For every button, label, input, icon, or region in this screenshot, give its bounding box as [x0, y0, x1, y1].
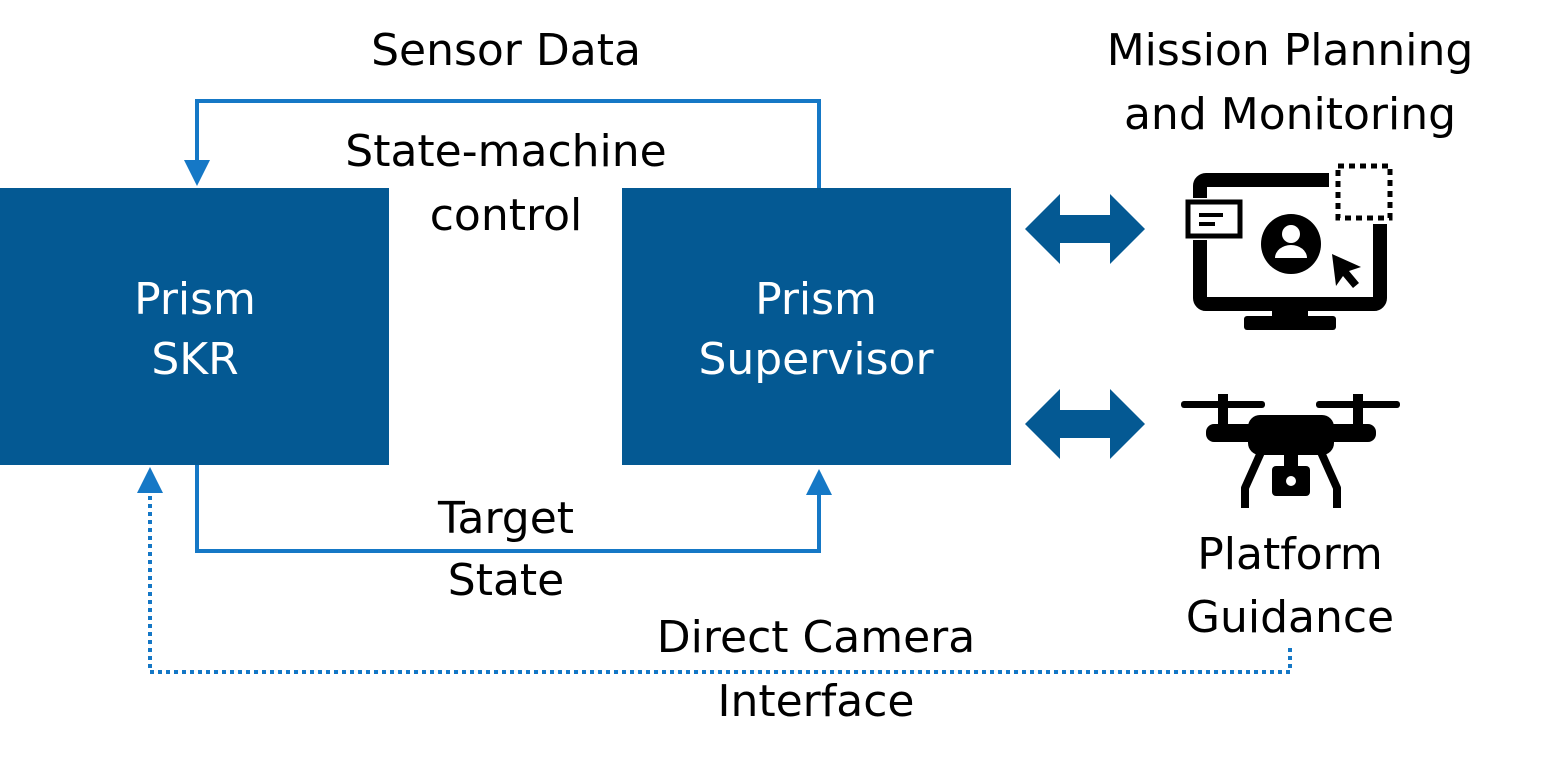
camera-interface-line — [148, 490, 1292, 674]
prism-skr-title-line1: Prism — [134, 274, 256, 325]
prism-supervisor-title-line1: Prism — [755, 274, 877, 325]
monitor-user-icon — [1183, 158, 1395, 330]
state-machine-label-line2: control — [430, 190, 583, 241]
camera-interface-label-line2: Interface — [718, 676, 915, 727]
platform-guidance-label-line2: Guidance — [1186, 592, 1394, 643]
camera-interface-arrowhead — [137, 467, 163, 493]
prism-supervisor-box — [622, 188, 1011, 465]
sensor-data-label: Sensor Data — [371, 25, 641, 76]
target-state-label-line2: State — [448, 555, 564, 606]
sensor-data-line — [195, 99, 821, 188]
platform-guidance-label-line1: Platform — [1197, 529, 1383, 580]
prism-skr-title-line2: SKR — [151, 334, 238, 385]
prism-skr-node: Prism SKR — [0, 188, 389, 465]
platform-double-arrow — [1025, 389, 1145, 459]
mission-planning-label-line1: Mission Planning — [1107, 25, 1474, 76]
state-machine-label-line1: State-machine — [345, 126, 666, 177]
target-state-line — [195, 465, 821, 553]
sensor-data-connector — [184, 99, 821, 188]
camera-interface-label-line1: Direct Camera — [657, 612, 975, 663]
mission-double-arrow — [1025, 194, 1145, 264]
target-state-label-line1: Target — [437, 493, 574, 544]
camera-interface-connector — [137, 467, 1292, 674]
prism-supervisor-title-line2: Supervisor — [698, 334, 934, 385]
target-state-arrowhead — [806, 469, 832, 495]
drone-icon — [1181, 394, 1400, 508]
prism-supervisor-node: Prism Supervisor — [622, 188, 1011, 465]
prism-skr-box — [0, 188, 389, 465]
mission-planning-label-line2: and Monitoring — [1124, 89, 1456, 140]
sensor-data-arrowhead — [184, 160, 210, 186]
target-state-connector — [195, 465, 832, 553]
